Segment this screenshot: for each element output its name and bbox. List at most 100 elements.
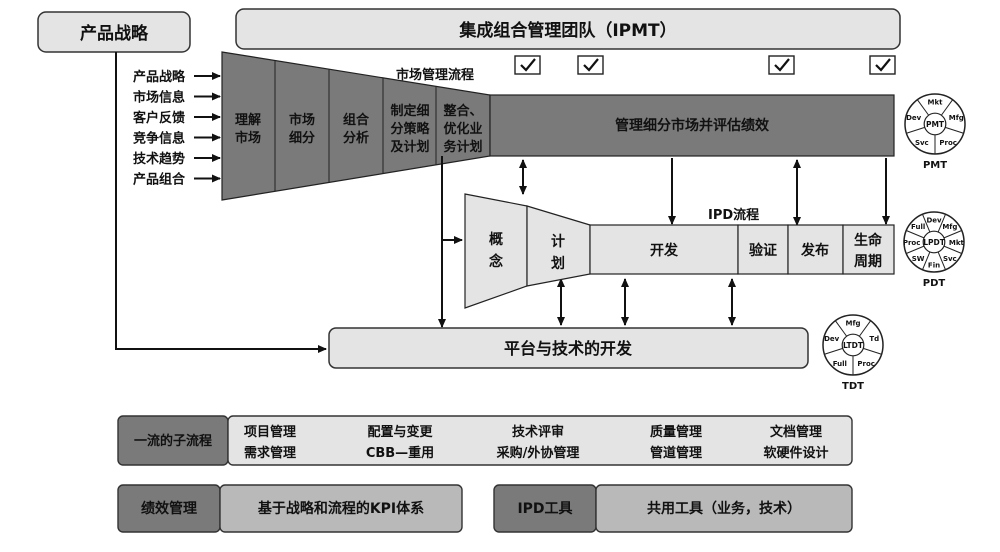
wheel-segment-label: Svc bbox=[915, 139, 929, 147]
concept-stage bbox=[464, 193, 528, 309]
market-stage-label: 细分 bbox=[289, 130, 315, 146]
market-stage-label: 市场 bbox=[289, 112, 315, 128]
wheel-divider bbox=[834, 320, 848, 337]
market-bar-label: 管理细分市场并评估绩效 bbox=[615, 117, 770, 134]
strategy-to-platform-arrow bbox=[115, 52, 327, 353]
lifecycle-label-2: 周期 bbox=[854, 254, 882, 270]
input-label: 技术趋势 bbox=[133, 151, 185, 167]
wheel-segment-label: Mkt bbox=[949, 239, 965, 247]
market-stage-label: 及计划 bbox=[390, 139, 429, 155]
wheel-center-label: LPDT bbox=[923, 238, 946, 247]
input-label: 市场信息 bbox=[133, 90, 185, 106]
checkbox-icons bbox=[514, 55, 896, 75]
market-stage-label: 制定细 bbox=[390, 103, 429, 119]
wheel-segment-label: Mfg bbox=[949, 114, 964, 122]
wheel-divider bbox=[922, 214, 931, 233]
wheel-divider bbox=[863, 347, 882, 355]
ipmt-box: 集成组合管理团队（IPMT） bbox=[235, 8, 901, 50]
wheel-divider bbox=[906, 230, 925, 239]
subprocess-label: 一流的子流程 bbox=[134, 433, 212, 449]
input-label: 产品组合 bbox=[133, 172, 186, 188]
subprocess-row: 一流的子流程 bbox=[117, 415, 853, 466]
performance-text: 基于战略和流程的KPI体系 bbox=[258, 500, 424, 517]
wheel-divider bbox=[906, 126, 925, 134]
check-icon bbox=[514, 55, 541, 75]
wheel-segment-label: Proc bbox=[857, 360, 875, 368]
subprocess-item: 采购/外协管理 bbox=[496, 445, 580, 461]
performance-row: 绩效管理 基于战略和流程的KPI体系 bbox=[117, 484, 463, 533]
verify-stage bbox=[737, 224, 789, 275]
wheel-segment-label: Mkt bbox=[928, 99, 944, 107]
wheel-team-name: TDT bbox=[842, 381, 864, 392]
release-stage bbox=[787, 224, 844, 275]
wheel-divider bbox=[940, 99, 954, 116]
tools-text: 共用工具（业务，技术） bbox=[647, 500, 801, 517]
wheel-segment-label: Svc bbox=[943, 255, 957, 263]
release-label: 发布 bbox=[800, 242, 829, 259]
market-stage-label: 分策略 bbox=[390, 121, 430, 137]
wheel-segment-label: Dev bbox=[906, 114, 922, 122]
wheel-segment-label: Proc bbox=[903, 239, 921, 247]
wheel-center bbox=[922, 230, 946, 254]
wheel-segment-label: Fin bbox=[928, 261, 940, 269]
tools-row: IPD工具 共用工具（业务，技术） bbox=[493, 484, 853, 533]
market-stage-label: 市场 bbox=[235, 130, 261, 146]
concept-label-1: 概 bbox=[489, 231, 503, 248]
product-strategy-box: 产品战略 bbox=[37, 11, 191, 53]
market-funnel: 管理细分市场并评估绩效 bbox=[221, 51, 895, 201]
market-stage-label: 组合 bbox=[343, 112, 370, 128]
develop-stage bbox=[589, 224, 739, 275]
concept-label-2: 念 bbox=[488, 253, 504, 270]
subprocess-item: 文档管理 bbox=[770, 424, 822, 440]
platform-label: 平台与技术的开发 bbox=[504, 339, 633, 358]
subprocess-item: CBB—重用 bbox=[366, 445, 434, 461]
input-label: 竞争信息 bbox=[133, 131, 185, 147]
wheel-segment-label: Td bbox=[869, 335, 879, 343]
wheel-team-name: PDT bbox=[923, 278, 946, 289]
lifecycle-stage bbox=[842, 224, 895, 275]
wheel-divider bbox=[943, 230, 962, 239]
wheel-divider bbox=[943, 245, 962, 254]
performance-label: 绩效管理 bbox=[141, 500, 197, 517]
wheel-divider bbox=[922, 251, 931, 270]
check-icon bbox=[768, 55, 795, 75]
wheel-divider bbox=[916, 99, 930, 116]
subprocess-item: 配置与变更 bbox=[367, 424, 433, 440]
wheel-team-name: PMT bbox=[923, 160, 947, 171]
input-label: 客户反馈 bbox=[133, 110, 185, 126]
wheel-divider bbox=[945, 126, 964, 134]
wheel-segment-label: Full bbox=[911, 223, 925, 231]
subprocess-item: 技术评审 bbox=[512, 424, 564, 440]
wheel-center-label: LTDT bbox=[843, 341, 864, 350]
develop-label: 开发 bbox=[650, 242, 679, 259]
market-stage-label: 理解 bbox=[235, 112, 261, 128]
product-strategy-label: 产品战略 bbox=[80, 23, 149, 44]
check-icon bbox=[869, 55, 896, 75]
plan-label-2: 划 bbox=[551, 255, 565, 272]
input-label: 产品战略 bbox=[133, 69, 186, 85]
subprocess-item: 项目管理 bbox=[244, 424, 296, 440]
wheel-divider bbox=[906, 245, 925, 254]
ipmt-title: 集成组合管理团队（IPMT） bbox=[458, 20, 676, 41]
wheel-segment-label: Dev bbox=[824, 335, 840, 343]
market-stage-label: 整合、 bbox=[442, 103, 482, 119]
market-stage-label: 分析 bbox=[343, 130, 369, 146]
wheel-center bbox=[923, 112, 947, 136]
ipd-label: IPD流程 bbox=[708, 207, 759, 223]
process-arrows bbox=[438, 156, 890, 328]
wheel-segment-label: Proc bbox=[939, 139, 957, 147]
wheel-segment-label: SW bbox=[912, 255, 925, 263]
platform-box: 平台与技术的开发 bbox=[328, 327, 809, 369]
wheel-segment-label: Dev bbox=[926, 217, 942, 225]
market-stage-label: 务计划 bbox=[443, 139, 482, 155]
wheel-divider bbox=[858, 320, 872, 337]
wheel-segment-label: Mfg bbox=[845, 320, 860, 328]
tools-label: IPD工具 bbox=[517, 501, 572, 517]
subprocess-item: 质量管理 bbox=[650, 424, 702, 440]
market-stage-label: 优化业 bbox=[443, 121, 482, 137]
